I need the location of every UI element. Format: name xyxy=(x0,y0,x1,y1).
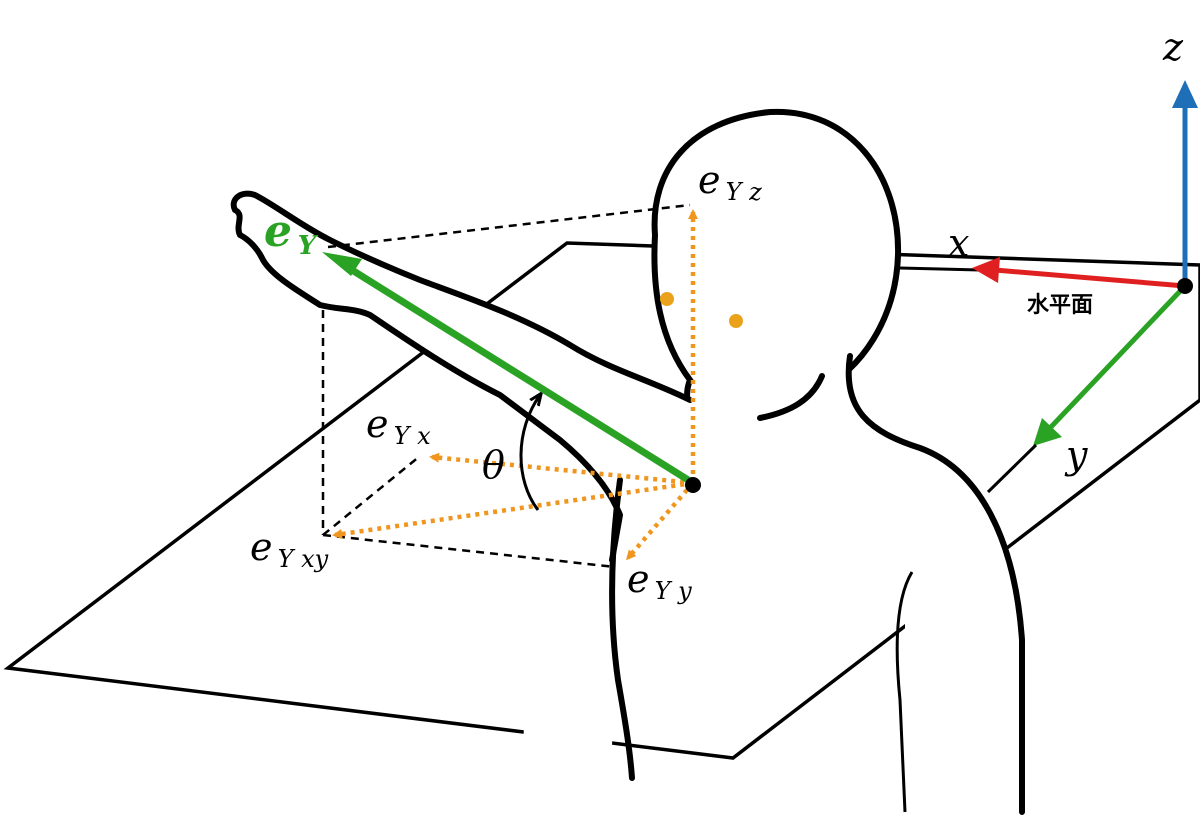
eye-left xyxy=(660,292,674,306)
arrow-eyy xyxy=(626,481,695,561)
shoulder-origin xyxy=(685,477,701,493)
x-axis-connector xyxy=(899,266,981,272)
y-axis-arrowhead xyxy=(1033,418,1062,446)
torso-line xyxy=(609,477,635,781)
arm-outline xyxy=(230,190,693,563)
component-arrows xyxy=(332,209,698,561)
theta-label: θ xyxy=(482,443,505,487)
label-eyxy: e Y xy xyxy=(250,525,329,573)
theta-arc xyxy=(519,395,540,511)
vector-ey-head xyxy=(322,252,362,276)
label-eyx: e Y x xyxy=(366,402,431,450)
plane-label: 水平面 xyxy=(1027,293,1093,318)
vector-label: e Y xyxy=(264,206,319,261)
projection-guides xyxy=(321,203,691,569)
head-fill xyxy=(651,108,902,429)
vector-label-sub: Y xyxy=(298,231,319,261)
x-axis-arrow xyxy=(994,267,1186,289)
z-axis-arrowhead xyxy=(1172,80,1198,108)
x-axis-label: x xyxy=(948,221,969,265)
arm-crease xyxy=(895,571,914,813)
vector-ey xyxy=(342,262,695,486)
y-axis-label: y xyxy=(1064,433,1088,477)
label-eyy: e Y y xyxy=(627,557,692,605)
arrow-eyx xyxy=(429,452,694,486)
y-axis-arrow xyxy=(1048,284,1187,430)
body-outline xyxy=(845,353,1025,815)
arrow-eyxy xyxy=(332,480,694,539)
frame-origin xyxy=(1177,278,1193,294)
vector-label-base: e xyxy=(264,206,292,257)
y-axis-connector xyxy=(986,443,1038,494)
eye-right xyxy=(729,314,743,328)
label-eyz: e Y z xyxy=(698,158,762,206)
z-axis-label: z xyxy=(1162,25,1184,69)
neck-line xyxy=(757,373,825,421)
x-axis-arrowhead xyxy=(972,257,1000,283)
